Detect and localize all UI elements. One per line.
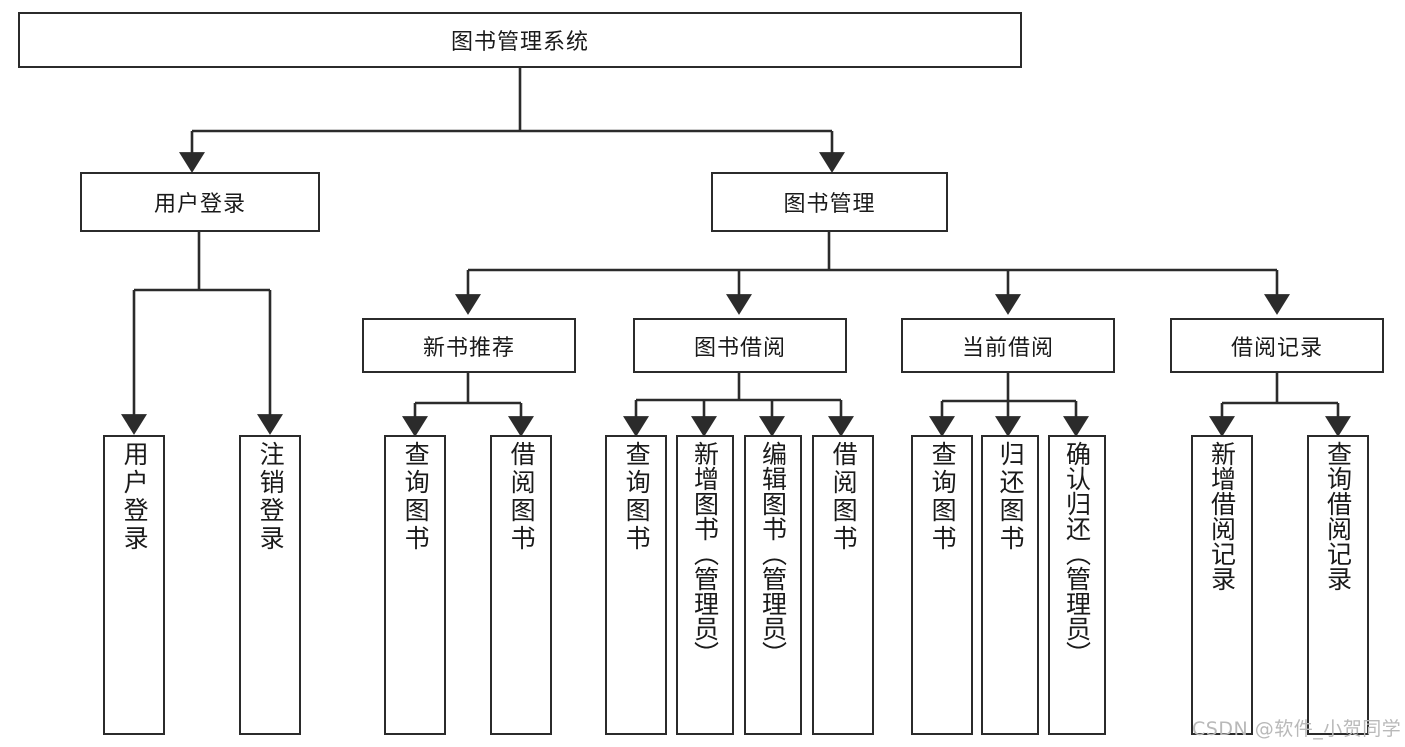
leaf-user-login-login[interactable]: 用户登录: [103, 435, 165, 735]
node-book-borrow[interactable]: 图书借阅: [633, 318, 847, 373]
node-current-borrow-label: 当前借阅: [961, 335, 1054, 361]
leaf-label: 查询图书: [928, 441, 958, 553]
leaf-records-add-record[interactable]: 新增借阅记录: [1191, 435, 1253, 735]
node-new-book-recommend[interactable]: 新书推荐: [362, 318, 576, 373]
leaf-label: 查询借阅记录: [1323, 441, 1353, 591]
leaf-label: 确认归还（管理员）: [1062, 441, 1092, 666]
leaf-label: 借阅图书: [829, 441, 859, 553]
leaf-current-return-book[interactable]: 归还图书: [981, 435, 1039, 735]
leaf-current-confirm-return-admin[interactable]: 确认归还（管理员）: [1048, 435, 1106, 735]
leaf-label: 查询图书: [401, 441, 431, 553]
leaf-label: 借阅图书: [507, 441, 537, 553]
node-current-borrow[interactable]: 当前借阅: [901, 318, 1115, 373]
leaf-label: 用户登录: [120, 441, 150, 553]
leaf-borrow-add-book-admin[interactable]: 新增图书（管理员）: [676, 435, 734, 735]
node-root-label: 图书管理系统: [450, 30, 589, 55]
leaf-records-query-record[interactable]: 查询借阅记录: [1307, 435, 1369, 735]
node-borrow-records[interactable]: 借阅记录: [1170, 318, 1384, 373]
node-book-borrow-label: 图书借阅: [693, 335, 786, 361]
leaf-label: 注销登录: [256, 441, 286, 553]
leaf-borrow-borrow-book[interactable]: 借阅图书: [812, 435, 874, 735]
node-root-system[interactable]: 图书管理系统: [18, 12, 1022, 68]
node-user-login[interactable]: 用户登录: [80, 172, 320, 232]
leaf-label: 新增图书（管理员）: [690, 441, 720, 666]
leaf-label: 归还图书: [996, 441, 1026, 553]
leaf-label: 查询图书: [622, 441, 652, 553]
watermark-csdn: CSDN @软件_小贺同学: [1192, 718, 1402, 740]
leaf-label: 新增借阅记录: [1207, 441, 1237, 591]
node-new-book-recommend-label: 新书推荐: [422, 335, 515, 361]
leaf-borrow-edit-book-admin[interactable]: 编辑图书（管理员）: [744, 435, 802, 735]
leaf-label: 编辑图书（管理员）: [758, 441, 788, 666]
node-book-management[interactable]: 图书管理: [711, 172, 948, 232]
node-borrow-records-label: 借阅记录: [1230, 335, 1323, 361]
node-user-login-label: 用户登录: [153, 192, 246, 217]
node-book-management-label: 图书管理: [783, 192, 876, 217]
leaf-new-book-query[interactable]: 查询图书: [384, 435, 446, 735]
leaf-current-query-book[interactable]: 查询图书: [911, 435, 973, 735]
leaf-new-book-borrow[interactable]: 借阅图书: [490, 435, 552, 735]
leaf-user-login-logout[interactable]: 注销登录: [239, 435, 301, 735]
leaf-borrow-query-book[interactable]: 查询图书: [605, 435, 667, 735]
